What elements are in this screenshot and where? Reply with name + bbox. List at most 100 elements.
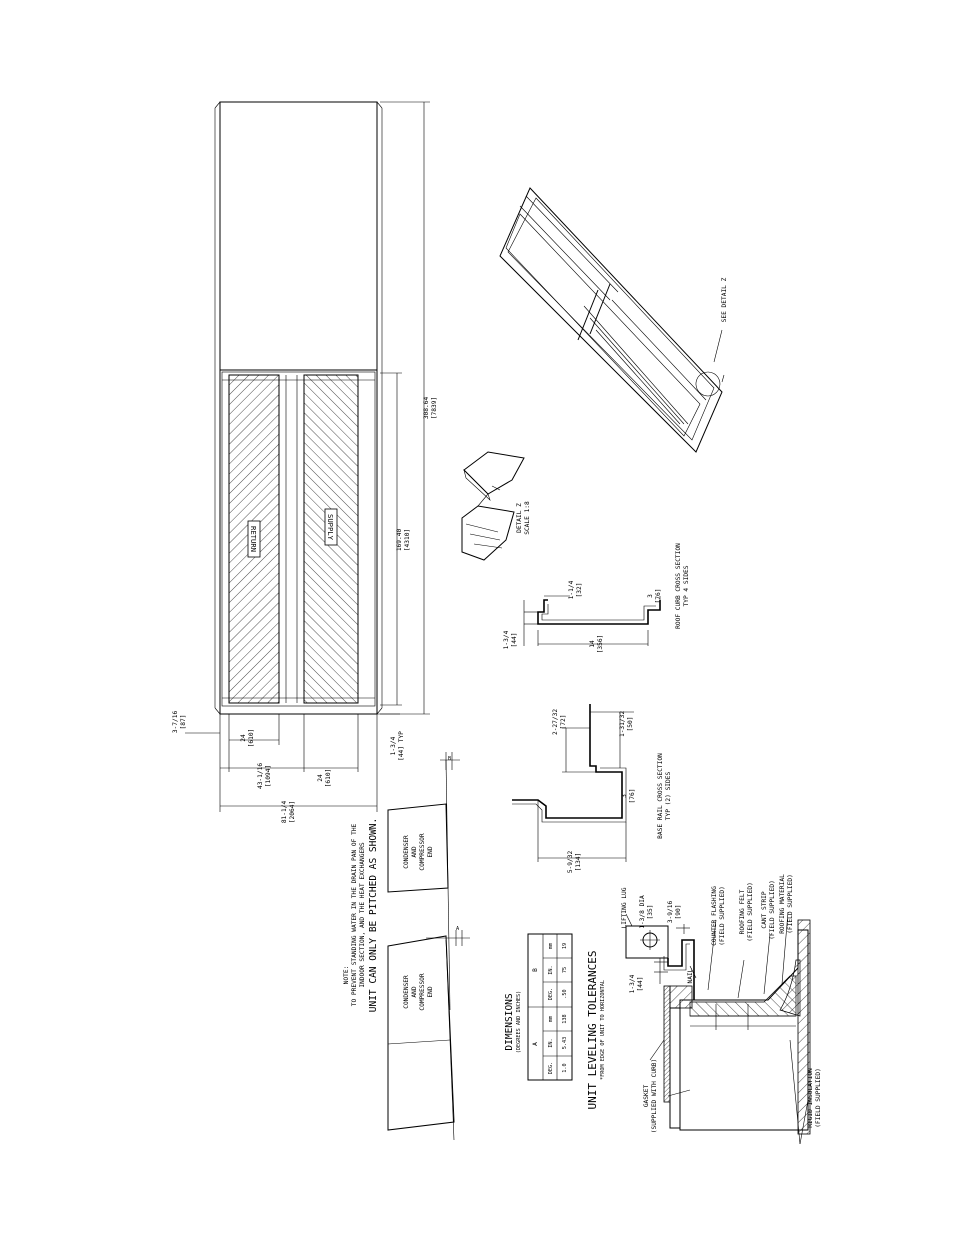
value-a-deg: 1.0 xyxy=(562,1063,568,1072)
header-a-in: IN. xyxy=(548,1038,554,1047)
counter-flashing-1: COUNTER FLASHING xyxy=(711,886,718,946)
cant-strip-2: (FIELD SUPPLIED) xyxy=(769,880,776,940)
roof-curb-section: 1-1/4 [32] 3 [76] 1-3/4 [44] 14 [356] RO… xyxy=(503,543,690,653)
dim-center-mm: [1094] xyxy=(265,765,272,787)
nail-label: NAIL xyxy=(687,968,694,983)
lifting-lug-label: LIFTING LUG xyxy=(621,887,628,928)
curb-dim-4-mm: [356] xyxy=(597,635,604,654)
dim-curb-length-mm: [4310] xyxy=(404,529,411,551)
base-rail-subtitle: TYP (2) SIDES xyxy=(665,772,672,821)
detail-z-scale: SCALE 1:8 xyxy=(524,501,531,535)
dim-return-width: 24 xyxy=(240,734,247,742)
header-a-deg: DEG. xyxy=(548,1062,554,1075)
gasket-2: (SUPPLIED WITH CURB) xyxy=(651,1059,658,1134)
upper-box-line2: AND xyxy=(411,846,418,857)
value-a-mm: 138 xyxy=(562,1014,568,1023)
note-line-2: TO PREVENT STANDING WATER IN THE DRAIN P… xyxy=(351,823,358,1006)
value-b-deg: .50 xyxy=(562,989,568,998)
value-a-in: 5.43 xyxy=(562,1037,568,1050)
tolerance-subtitle: (DEGREES AND INCHES) xyxy=(516,991,522,1053)
header-b-deg: DEG. xyxy=(548,988,554,1001)
roof-curb-title: ROOF CURB CROSS SECTION xyxy=(675,543,682,629)
rail-dim-4: 5-9/32 xyxy=(567,851,574,874)
rail-dim-3: 3 xyxy=(621,794,628,798)
angle-a-label: A xyxy=(456,926,460,932)
note-line-3: INDOOR SECTION, AND THE HEAT EXCHANGERS xyxy=(359,842,366,988)
lug-height: 3-9/16 xyxy=(667,901,674,924)
roof-curb-subtitle: TYP 4 SIDES xyxy=(683,565,690,606)
roofing-material-2: (FIELD SUPPLIED) xyxy=(787,874,794,934)
rigid-insulation-2: (FIELD SUPPLIED) xyxy=(815,1068,822,1128)
note-line-1: NOTE: xyxy=(343,966,350,985)
base-rail-title: BASE RAIL CROSS SECTION xyxy=(657,753,664,839)
rail-dim-2: 1-31/32 xyxy=(619,711,626,737)
dim-typ-mm: [44] TYP xyxy=(398,731,405,761)
curb-dim-3: 1-3/4 xyxy=(503,630,510,649)
dim-overall-length: 308.64 xyxy=(423,397,430,420)
rail-dim-3-mm: [76] xyxy=(629,789,636,804)
dim-curb-length: 169.40 xyxy=(396,529,403,552)
tolerance-table: DIMENSIONS (DEGREES AND INCHES) A B DEG.… xyxy=(504,933,606,1110)
lug-dia: 1-3/8 DIA xyxy=(639,895,646,929)
curb-dim-2: 3 xyxy=(647,594,654,598)
note-line-4: UNIT CAN ONLY BE PITCHED AS SHOWN. xyxy=(368,818,379,1012)
curb-dim-1-mm: [32] xyxy=(576,583,583,598)
tolerance-footer: UNIT LEVELING TOLERANCES xyxy=(586,951,599,1110)
group-a-label: A xyxy=(532,1042,539,1046)
isometric-curb: SEE DETAIL Z xyxy=(499,187,728,453)
header-b-mm: mm xyxy=(548,943,554,949)
rigid-insulation-1: RIGID INSULATION xyxy=(807,1068,814,1128)
dim-center: 43-1/16 xyxy=(257,763,264,789)
rail-dim-1: 2-27/32 xyxy=(552,709,559,735)
see-detail-z: SEE DETAIL Z xyxy=(721,277,728,322)
dim-overall-width-mm: [2064] xyxy=(289,801,296,823)
dim-overall-length-mm: [7839] xyxy=(431,397,438,419)
curb-dim-1: 1-1/4 xyxy=(568,580,575,599)
value-b-in: 75 xyxy=(562,967,568,973)
detail-z-title: DETAIL Z xyxy=(516,503,523,533)
dim-supply-width-mm: [610] xyxy=(325,769,332,788)
dim-supply-width: 24 xyxy=(317,774,324,782)
rail-dim-1-mm: [72] xyxy=(560,715,567,730)
header-a-mm: mm xyxy=(548,1016,554,1022)
upper-box-line4: END xyxy=(427,846,434,857)
lower-box-line1: CONDENSER xyxy=(403,975,410,1009)
upper-box-line3: COMPRESSOR xyxy=(419,833,426,871)
roofing-material-1: ROOFING MATERIAL xyxy=(779,874,786,934)
counter-flashing-2: (FIELD SUPPLIED) xyxy=(719,886,726,946)
value-b-mm: 19 xyxy=(562,943,568,949)
group-b-label: B xyxy=(532,968,539,972)
curb-dim-2-mm: [76] xyxy=(655,589,662,604)
base-rail-section: 2-27/32 [72] 1-31/32 [50] 3 [76] 5-9/32 … xyxy=(512,704,672,873)
angle-b-label: B xyxy=(448,756,451,762)
curb-height-mm: [44] xyxy=(637,977,644,992)
lower-box-line2: AND xyxy=(411,986,418,997)
flashing-detail: LIFTING LUG 1-3/8 DIA [35] 3-9/16 [90] 1… xyxy=(621,874,822,1145)
dim-edge: 3-7/16 xyxy=(172,711,179,734)
roof-felt-1: ROOFING FELT xyxy=(739,889,746,934)
rail-dim-2-mm: [50] xyxy=(627,717,634,732)
curb-height: 1-3/4 xyxy=(629,974,636,993)
gasket-1: GASKET xyxy=(643,1085,650,1108)
upper-box-line1: CONDENSER xyxy=(403,835,410,869)
return-label: RETURN xyxy=(249,526,258,552)
lug-height-mm: [90] xyxy=(675,905,682,920)
curb-dim-4: 14 xyxy=(589,640,596,648)
lower-box-line4: END xyxy=(427,986,434,997)
dim-overall-width: 81-1/4 xyxy=(281,801,288,824)
tolerance-footnote: *FROM EDGE OF UNIT TO HORIZONTAL xyxy=(600,980,606,1080)
dim-typ: 1-3/4 xyxy=(390,736,397,755)
roof-felt-2: (FIELD SUPPLIED) xyxy=(747,882,754,942)
dim-return-width-mm: [610] xyxy=(248,729,255,748)
lug-dia-mm: [35] xyxy=(647,905,654,920)
tolerance-title: DIMENSIONS xyxy=(504,993,515,1050)
dim-edge-mm: [87] xyxy=(180,715,187,730)
detail-z: DETAIL Z SCALE 1:8 xyxy=(461,451,531,561)
plan-view: RETURN SUPPLY 308.64 [7839] 169.40 [4310… xyxy=(172,101,438,824)
header-b-in: IN. xyxy=(548,965,554,974)
rail-dim-4-mm: [134] xyxy=(575,853,582,872)
curb-dim-3-mm: [44] xyxy=(511,633,518,648)
pitch-section: NOTE: TO PREVENT STANDING WATER IN THE D… xyxy=(343,752,470,1141)
supply-label: SUPPLY xyxy=(326,514,335,541)
